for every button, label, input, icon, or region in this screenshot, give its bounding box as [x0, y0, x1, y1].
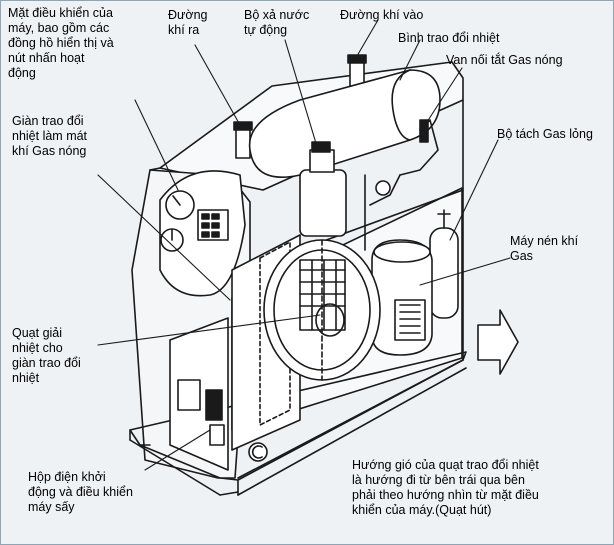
label-liquid-separator: Bộ tách Gas lỏng: [497, 127, 593, 141]
label-electrical-box: Hộp điện khởi động và điều khiển máy sấy: [28, 470, 133, 514]
label-compressor: Máy nén khí Gas: [510, 234, 579, 263]
control-panel: [159, 170, 246, 297]
label-airflow-note: Hướng gió của quạt trao đổi nhiệt là hướ…: [352, 458, 539, 517]
leader-lines: [97, 19, 511, 471]
label-hot-gas-bypass-valve: Van nối tắt Gas nóng: [446, 53, 563, 67]
compressor: [371, 239, 433, 356]
label-control-panel: Mặt điều khiển của máy, bao gồm các đồng…: [8, 6, 114, 80]
label-condenser: Giàn trao đổi nhiệt làm mát khí Gas nóng: [12, 114, 88, 158]
auto-drain: [299, 141, 347, 237]
label-heat-exchanger-tank: Bình trao đổi nhiệt: [398, 31, 500, 45]
electrical-box: [169, 317, 268, 471]
label-cooling-fan: Quạt giải nhiệt cho giàn trao đổi nhiệt: [12, 326, 81, 385]
heat-exchanger-tank: [248, 69, 441, 179]
cooling-fan: [263, 239, 381, 381]
label-gas-in: Đường khí vào: [340, 8, 424, 22]
label-gas-out: Đường khí ra: [168, 8, 208, 37]
label-auto-drain: Bộ xả nước tự động: [244, 8, 310, 37]
airflow-arrow: [477, 309, 519, 375]
